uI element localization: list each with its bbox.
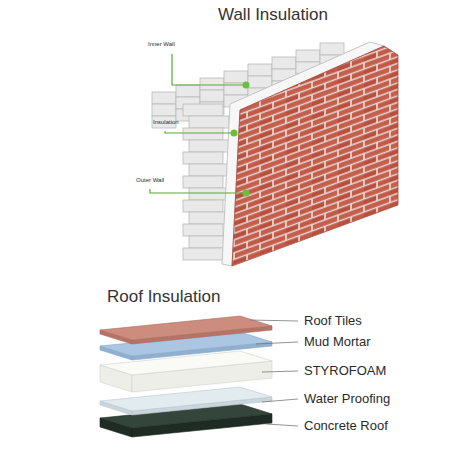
part-label: Outer Wall [136, 177, 164, 184]
inner-wall-block [200, 90, 224, 102]
leader-line [266, 424, 298, 426]
inner-wall-block [189, 140, 229, 152]
diagram-title: Wall Insulation [218, 6, 328, 25]
layer-label: Concrete Roof [304, 419, 388, 433]
roof-illustration [100, 316, 272, 437]
leader-lines [150, 54, 298, 426]
inner-wall-block [152, 104, 176, 116]
inner-wall-block [248, 76, 272, 88]
wall-illustration [152, 42, 398, 266]
inner-wall-block [152, 92, 176, 104]
roof-layer [100, 316, 272, 344]
leader-line [262, 371, 298, 372]
outer-brick-wall [232, 46, 398, 266]
layer-label: Roof Tiles [304, 314, 362, 328]
inner-wall-block [183, 176, 223, 188]
leader-dot [243, 82, 250, 89]
inner-wall-block [183, 104, 223, 116]
inner-wall-block [189, 188, 229, 200]
layer-label: STYROFOAM [304, 364, 386, 378]
inner-wall-block [224, 71, 248, 83]
inner-wall-block [183, 152, 223, 164]
layer-top [100, 387, 272, 411]
section-heading: Roof Insulation [107, 288, 220, 307]
leader-line [150, 189, 246, 193]
leader-line [262, 399, 298, 402]
layer-label: Water Proofing [304, 392, 390, 406]
inner-wall-block [176, 85, 200, 97]
inner-wall-block [189, 116, 229, 128]
leader-dot [243, 190, 250, 197]
inner-wall-block [189, 212, 229, 224]
leader-line [165, 131, 234, 133]
inner-wall-block [189, 164, 229, 176]
part-label: Insulation [153, 119, 179, 126]
inner-wall-block [320, 43, 344, 55]
inner-wall-block [200, 78, 224, 90]
leader-line [250, 320, 298, 321]
inner-wall-block [296, 50, 320, 62]
inner-wall-block [183, 200, 223, 212]
roof-layer [100, 387, 272, 415]
part-label: Inner Wall [148, 41, 175, 48]
inner-wall-block [272, 57, 296, 69]
inner-wall-block [183, 224, 223, 236]
leader-line [172, 54, 246, 85]
inner-wall-block [248, 64, 272, 76]
layer-label: Mud Mortar [304, 335, 370, 349]
inner-wall-block [183, 128, 223, 140]
leader-line [256, 342, 298, 344]
inner-wall-block [183, 248, 223, 260]
leader-dot [231, 130, 238, 137]
layer-top [100, 316, 272, 340]
